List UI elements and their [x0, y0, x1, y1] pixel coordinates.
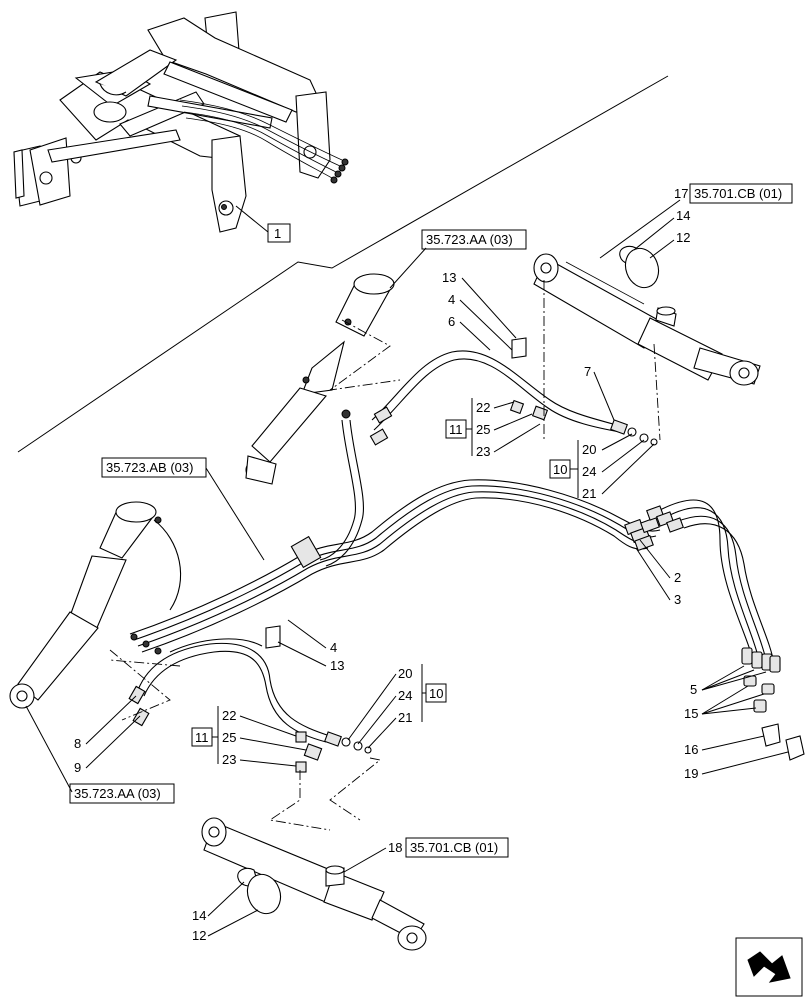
callout-11b-label: 11 [195, 730, 209, 745]
callout-16[interactable]: 16 [684, 735, 765, 757]
callout-25-top[interactable]: 25 [476, 413, 533, 437]
callout-15-label: 15 [684, 706, 698, 721]
callout-25b-label: 25 [222, 730, 236, 745]
callout-17-label: 17 [674, 186, 688, 201]
callout-19[interactable]: 19 [684, 751, 789, 781]
callout-12-top[interactable]: 12 [649, 230, 690, 259]
callout-7-label: 7 [584, 364, 591, 379]
callout-18[interactable]: 18 35.701.CB (01) [343, 837, 509, 873]
callout-22b-label: 22 [222, 708, 236, 723]
main-hose-bundle [129, 479, 661, 655]
hoses-5 [646, 499, 781, 673]
callout-24-top[interactable]: 24 [582, 439, 645, 479]
hose-top-left-branch [319, 409, 365, 567]
ref-35-701-cb-bottom[interactable]: 35.701.CB (01) [410, 840, 498, 855]
callout-23-top[interactable]: 23 [476, 423, 541, 459]
ref-35-701-cb-top[interactable]: 35.701.CB (01) [694, 186, 782, 201]
callout-24a-label: 24 [582, 464, 596, 479]
callout-3-label: 3 [674, 592, 681, 607]
callout-21-bottom[interactable]: 21 [367, 710, 412, 749]
callout-20-top[interactable]: 20 [582, 433, 633, 457]
lift-cylinder-17-illustration [533, 253, 761, 386]
callout-13-bottom[interactable]: 13 [277, 641, 344, 673]
callout-23-bottom[interactable]: 23 [222, 752, 297, 767]
callout-1[interactable]: 1 [235, 205, 291, 243]
section-separator-line [17, 75, 669, 453]
callout-12-bottom[interactable]: 12 [192, 909, 259, 943]
callout-12b-label: 12 [192, 928, 206, 943]
callout-21a-label: 21 [582, 486, 596, 501]
callout-13a-label: 13 [442, 270, 456, 285]
callout-13-top[interactable]: 13 [442, 270, 517, 339]
callout-2[interactable]: 2 [639, 539, 681, 585]
callout-12a-label: 12 [676, 230, 690, 245]
callout-17[interactable]: 17 35.701.CB (01) [599, 183, 793, 259]
hose-8-9 [128, 519, 372, 773]
ref-aa-bottom[interactable]: 35.723.AA (03) [25, 705, 175, 804]
callout-9[interactable]: 9 [74, 715, 141, 775]
assembly-lines [109, 280, 661, 831]
callout-4-bottom[interactable]: 4 [287, 619, 337, 655]
callout-10-top[interactable]: 10 [549, 440, 579, 498]
callout-20b-label: 20 [398, 666, 412, 681]
callout-4b-label: 4 [330, 640, 337, 655]
callout-14b-label: 14 [192, 908, 206, 923]
callout-22-bottom[interactable]: 22 [222, 708, 297, 737]
callout-14-top[interactable]: 14 [633, 208, 690, 251]
callout-1-label: 1 [274, 226, 281, 241]
lower-left-cylinder-illustration [9, 501, 162, 709]
callout-6-label: 6 [448, 314, 455, 329]
callout-16-label: 16 [684, 742, 698, 757]
ref-ab[interactable]: 35.723.AB (03) [101, 457, 265, 561]
ref-35-723-aa-bottom[interactable]: 35.723.AA (03) [74, 786, 161, 801]
callout-22a-label: 22 [476, 400, 490, 415]
upper-left-cylinder-illustration [245, 273, 395, 485]
callout-3[interactable]: 3 [635, 547, 681, 607]
ref-35-723-ab[interactable]: 35.723.AB (03) [106, 460, 193, 475]
lift-cylinder-18-illustration [201, 817, 427, 951]
callout-11a-label: 11 [449, 422, 463, 437]
callout-14-bottom[interactable]: 14 [192, 881, 245, 923]
callout-15[interactable]: 15 [684, 685, 765, 721]
callout-21b-label: 21 [398, 710, 412, 725]
hose-6-7 [369, 337, 658, 446]
callout-9-label: 9 [74, 760, 81, 775]
callout-23b-label: 23 [222, 752, 236, 767]
callout-23a-label: 23 [476, 444, 490, 459]
callout-11-top[interactable]: 11 [445, 398, 473, 456]
callout-10b-label: 10 [429, 686, 443, 701]
callout-21-top[interactable]: 21 [582, 443, 655, 501]
callout-4a-label: 4 [448, 292, 455, 307]
callout-13b-label: 13 [330, 658, 344, 673]
callout-6[interactable]: 6 [448, 314, 491, 351]
callout-19-label: 19 [684, 766, 698, 781]
callout-22-top[interactable]: 22 [476, 400, 515, 415]
callout-10a-label: 10 [553, 462, 567, 477]
callout-8-label: 8 [74, 736, 81, 751]
loader-overview-illustration [13, 11, 349, 233]
next-page-arrow-icon[interactable] [735, 937, 803, 997]
callout-20a-label: 20 [582, 442, 596, 457]
callout-25-bottom[interactable]: 25 [222, 730, 307, 751]
callout-20-bottom[interactable]: 20 [347, 666, 412, 741]
seal-12-bottom [246, 873, 282, 915]
ref-35-723-aa-top[interactable]: 35.723.AA (03) [426, 232, 513, 247]
callout-4-top[interactable]: 4 [448, 292, 513, 351]
callout-11-bottom[interactable]: 11 [191, 706, 219, 764]
callout-5[interactable]: 5 [690, 665, 767, 697]
callout-7[interactable]: 7 [584, 364, 615, 421]
callout-24b-label: 24 [398, 688, 412, 703]
fittings-15-16-19 [743, 675, 805, 761]
callout-10-bottom[interactable]: 10 [421, 664, 447, 722]
callout-18-label: 18 [388, 840, 402, 855]
callout-2-label: 2 [674, 570, 681, 585]
callout-8[interactable]: 8 [74, 695, 137, 751]
callout-14a-label: 14 [676, 208, 690, 223]
ref-aa-top[interactable]: 35.723.AA (03) [389, 229, 527, 289]
callout-24-bottom[interactable]: 24 [357, 688, 412, 745]
callout-5-label: 5 [690, 682, 697, 697]
callout-25a-label: 25 [476, 422, 490, 437]
